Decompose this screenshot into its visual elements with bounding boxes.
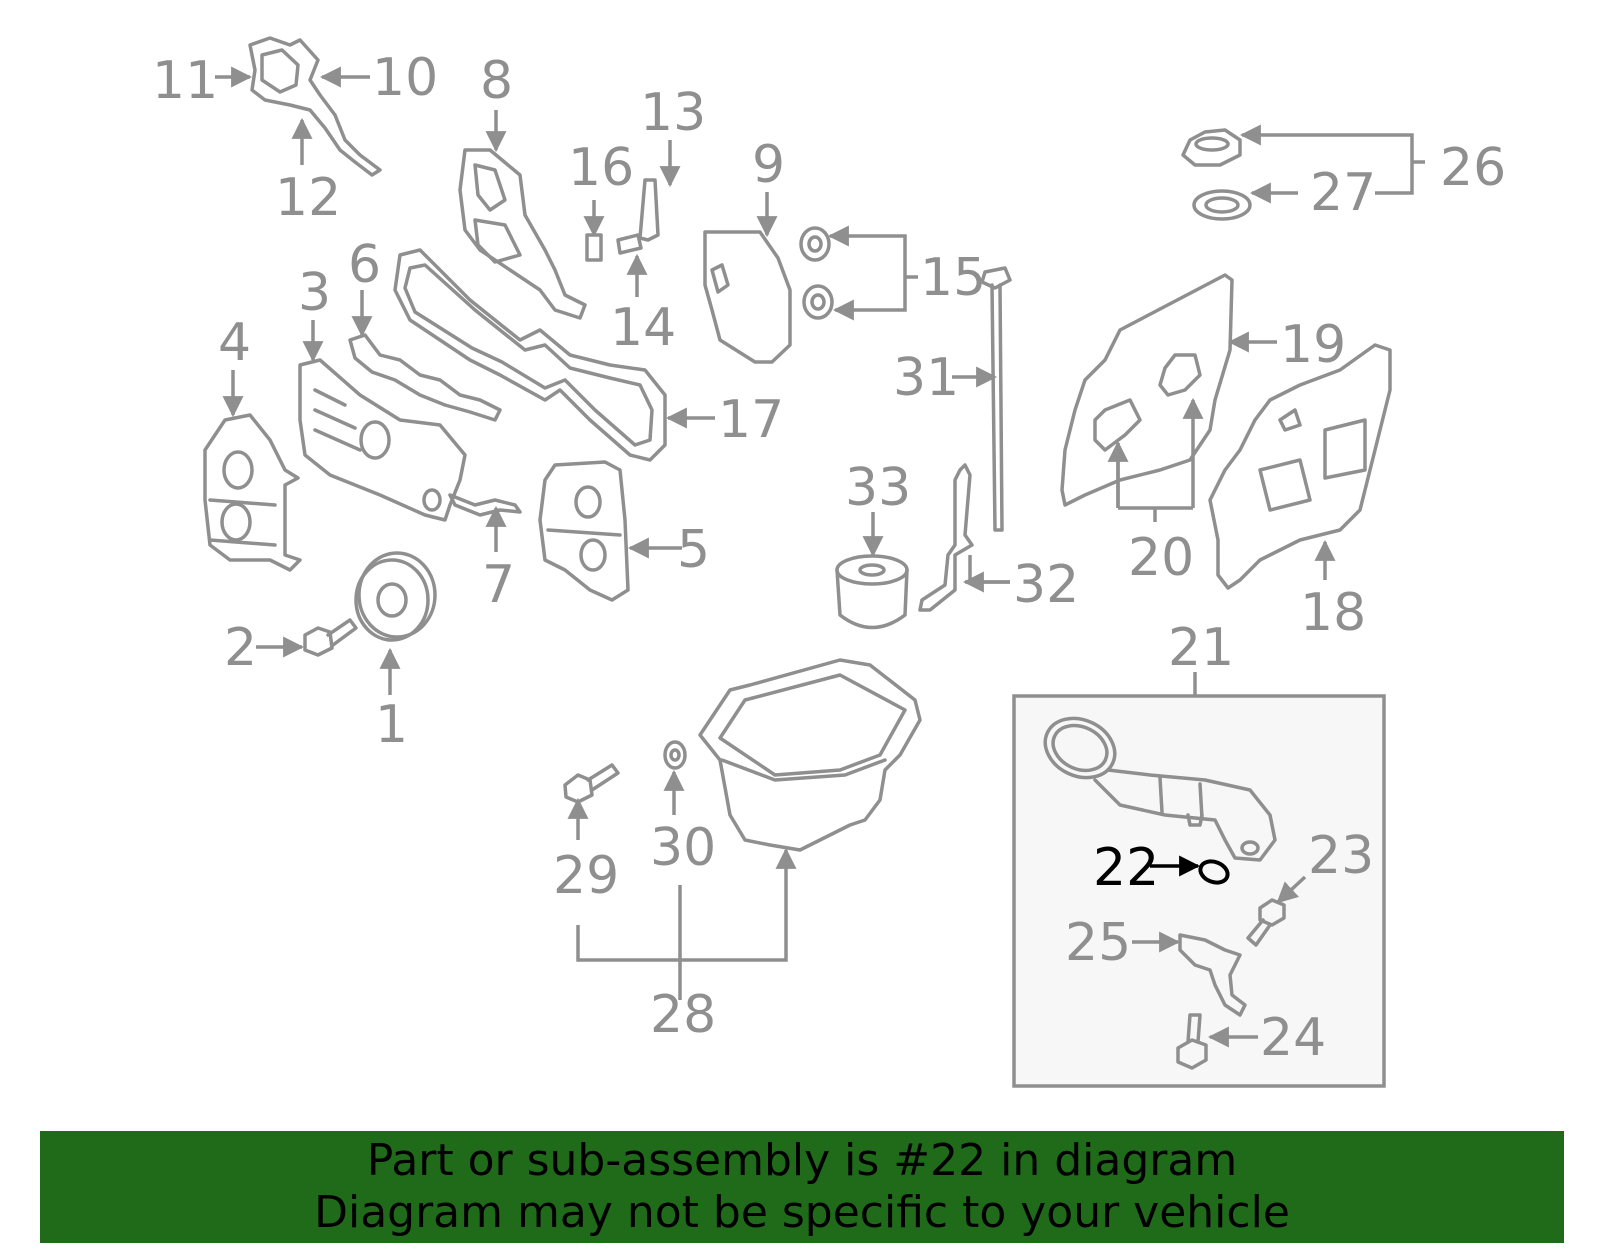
callout-19: 19 xyxy=(1280,315,1346,375)
callout-30: 30 xyxy=(650,818,716,878)
callout-14: 14 xyxy=(610,298,676,358)
timing-cover-right-rear xyxy=(703,230,792,364)
callout-21: 21 xyxy=(1168,618,1234,678)
callout-17: 17 xyxy=(718,390,784,450)
bracket-bolt xyxy=(1176,1013,1208,1070)
banner-line-part: Part or sub-assembly is #22 in diagram xyxy=(366,1135,1238,1186)
timing-cover-front-right xyxy=(203,413,302,572)
callout-18: 18 xyxy=(1300,583,1366,643)
callout-8: 8 xyxy=(480,51,513,111)
callout-9: 9 xyxy=(752,135,785,195)
callout-10: 10 xyxy=(372,48,438,108)
cover-bracket xyxy=(448,493,522,517)
case-gasket xyxy=(1060,273,1234,507)
callout-1: 1 xyxy=(375,695,408,755)
callout-25: 25 xyxy=(1065,913,1131,973)
callout-27: 27 xyxy=(1310,163,1376,223)
strainer-bolt xyxy=(1246,898,1286,947)
callout-32: 32 xyxy=(1013,555,1079,615)
crankshaft-pulley xyxy=(354,551,437,642)
callout-16: 16 xyxy=(568,138,634,198)
banner-line-disclaimer: Diagram may not be specific to your vehi… xyxy=(314,1187,1290,1238)
callout-5: 5 xyxy=(677,520,710,580)
callout-23: 23 xyxy=(1308,826,1374,886)
callout-6: 6 xyxy=(348,235,381,295)
callout-20: 20 xyxy=(1128,528,1194,588)
timing-gasket-strip xyxy=(348,333,502,422)
callout-11: 11 xyxy=(152,51,218,111)
callout-3: 3 xyxy=(298,263,331,323)
leader-lines xyxy=(215,66,1425,1048)
callout-13: 13 xyxy=(640,83,706,143)
oil-strainer xyxy=(1043,716,1277,862)
callout-26: 26 xyxy=(1440,138,1506,198)
cam-seals xyxy=(799,226,834,320)
callout-24: 24 xyxy=(1260,1008,1326,1068)
timing-belt xyxy=(393,248,667,462)
callout-4: 4 xyxy=(218,313,251,373)
callout-33: 33 xyxy=(845,458,911,518)
part-info-banner: Part or sub-assembly is #22 in diagram D… xyxy=(40,1131,1564,1243)
oil-pan xyxy=(698,658,922,852)
dipstick-tube xyxy=(918,463,974,612)
timing-cover-gasket-upper xyxy=(248,36,382,177)
drain-plug-gasket xyxy=(663,740,687,770)
callout-7: 7 xyxy=(482,555,515,615)
parts-diagram: 1 2 3 4 5 6 7 8 9 10 11 12 13 14 15 16 1… xyxy=(152,36,1506,1088)
strainer-bracket xyxy=(1178,933,1247,1017)
timing-cover-front-center xyxy=(538,460,630,602)
callout-22: 22 xyxy=(1093,838,1159,898)
callout-28: 28 xyxy=(650,985,716,1045)
rear-cover-housing xyxy=(1208,343,1392,590)
callout-31: 31 xyxy=(893,348,959,408)
drain-plug xyxy=(563,763,620,804)
oil-filler-cap xyxy=(1181,128,1252,221)
callout-12: 12 xyxy=(275,168,341,228)
timing-cover-front-left xyxy=(298,358,467,522)
oil-filter xyxy=(835,554,909,630)
callout-2: 2 xyxy=(224,618,257,678)
timing-cover-left-rear xyxy=(458,148,587,320)
pulley-bolt xyxy=(303,618,358,657)
callout-29: 29 xyxy=(553,846,619,906)
callout-15: 15 xyxy=(920,248,986,308)
dipstick xyxy=(980,266,1012,532)
o-ring xyxy=(1198,859,1230,885)
callout-labels: 1 2 3 4 5 6 7 8 9 10 11 12 13 14 15 16 1… xyxy=(152,48,1506,1068)
